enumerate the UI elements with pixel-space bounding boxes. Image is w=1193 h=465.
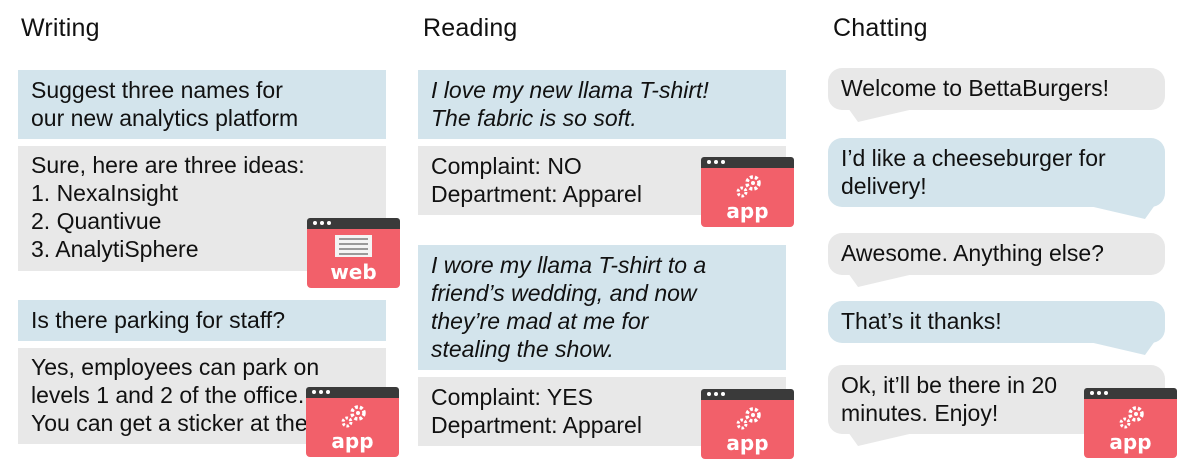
chat-message-bot-1: Welcome to BettaBurgers!	[828, 68, 1165, 110]
reading-input-2-line-2: friend’s wedding, and now	[431, 280, 697, 306]
writing-response-1-line-3: 2. Quantivue	[31, 208, 162, 234]
reading-input-2: I wore my llama T-shirt to a friend’s we…	[418, 245, 786, 370]
chat-message-user-2: That’s it thanks!	[828, 301, 1165, 343]
writing-prompt-2-text: Is there parking for staff?	[31, 307, 285, 333]
gear-app-icon	[736, 407, 761, 430]
app-badge-reading-1-label: app	[726, 199, 769, 223]
app-badge-writing: app	[306, 387, 399, 457]
reading-output-2-line-2: Department: Apparel	[431, 412, 642, 438]
app-badge-chatting: app	[1084, 388, 1177, 458]
writing-prompt-1-line-2: our new analytics platform	[31, 105, 299, 131]
chat-message-bot-2: Awesome. Anything else?	[828, 233, 1165, 275]
writing-response-2-line-2: levels 1 and 2 of the office.	[31, 382, 305, 408]
writing-response-1-line-1: Sure, here are three ideas:	[31, 152, 305, 178]
chat-tail-5	[848, 432, 918, 446]
chat-message-5-line-1: Ok, it’ll be there in 20	[841, 372, 1058, 398]
chat-message-5-line-2: minutes. Enjoy!	[841, 400, 999, 426]
chat-message-2-line-1: I’d like a cheeseburger for	[841, 145, 1106, 171]
reading-input-1-line-1: I love my new llama T-shirt!	[431, 77, 709, 103]
reading-input-2-line-1: I wore my llama T-shirt to a	[431, 252, 707, 278]
chat-message-user-1: I’d like a cheeseburger for delivery!	[828, 138, 1165, 207]
gear-app-icon	[341, 405, 366, 428]
web-badge-label: web	[330, 260, 377, 284]
gear-app-icon	[736, 175, 761, 198]
writing-prompt-1-line-1: Suggest three names for	[31, 77, 283, 103]
writing-response-2-line-1: Yes, employees can park on	[31, 354, 320, 380]
writing-prompt-1: Suggest three names for our new analytic…	[18, 70, 386, 139]
reading-output-1-line-2: Department: Apparel	[431, 181, 642, 207]
chat-message-3-line-1: Awesome. Anything else?	[841, 240, 1104, 266]
writing-response-1-line-2: 1. NexaInsight	[31, 180, 179, 206]
chat-tail-2	[1085, 205, 1155, 219]
chat-message-1-line-1: Welcome to BettaBurgers!	[841, 75, 1110, 101]
chatting-title: Chatting	[833, 14, 928, 42]
reading-output-2-line-1: Complaint: YES	[431, 384, 593, 410]
chat-message-2-line-2: delivery!	[841, 173, 927, 199]
chat-tail-1	[848, 108, 918, 122]
reading-input-1-line-2: The fabric is so soft.	[431, 105, 637, 131]
reading-input-2-line-3: they’re mad at me for	[431, 308, 649, 334]
chat-message-4-line-1: That’s it thanks!	[841, 308, 1002, 334]
chat-tail-4	[1085, 341, 1155, 355]
reading-output-1-line-1: Complaint: NO	[431, 153, 582, 179]
web-window-icon	[335, 235, 372, 257]
app-badge-reading-1: app	[701, 157, 794, 227]
web-badge: web	[307, 218, 400, 288]
writing-response-1-line-4: 3. AnalytiSphere	[31, 236, 199, 262]
reading-input-1: I love my new llama T-shirt! The fabric …	[418, 70, 786, 139]
app-badge-reading-2-label: app	[726, 431, 769, 455]
reading-title: Reading	[423, 14, 518, 42]
writing-title: Writing	[21, 14, 100, 42]
writing-response-2-line-3: You can get a sticker at the	[31, 410, 308, 436]
writing-prompt-2: Is there parking for staff?	[18, 300, 386, 341]
app-badge-chatting-label: app	[1109, 430, 1152, 454]
chat-tail-3	[848, 273, 918, 287]
writing-response-1: Sure, here are three ideas: 1. NexaInsig…	[18, 146, 386, 271]
app-badge-writing-label: app	[331, 429, 374, 453]
reading-input-2-line-4: stealing the show.	[431, 336, 614, 362]
gear-app-icon	[1119, 406, 1144, 429]
app-badge-reading-2: app	[701, 389, 794, 459]
